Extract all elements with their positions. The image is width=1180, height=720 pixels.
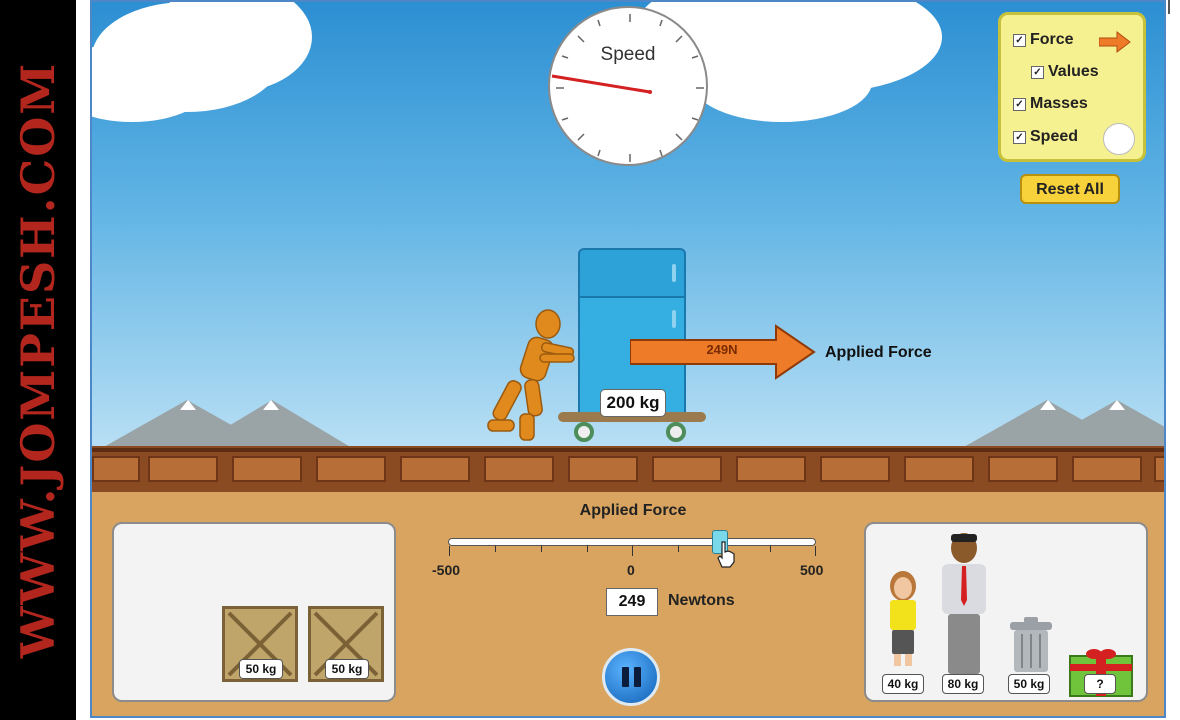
ground-track bbox=[92, 446, 1164, 492]
slider-tick bbox=[541, 546, 542, 552]
gift-mass-label: ? bbox=[1084, 674, 1116, 694]
applied-force-label: Applied Force bbox=[825, 344, 932, 361]
slider-tick bbox=[632, 546, 633, 556]
slider-title: Applied Force bbox=[579, 502, 687, 519]
skateboard-wheel bbox=[666, 422, 686, 442]
crate[interactable]: 50 kg bbox=[222, 606, 298, 682]
force-arrow-icon bbox=[1099, 31, 1131, 53]
sky: Speed bbox=[92, 2, 1164, 448]
speed-checkbox[interactable]: ✓ Speed bbox=[1013, 128, 1078, 146]
skateboard bbox=[558, 412, 706, 422]
fridge-mass-label: 200 kg bbox=[600, 389, 666, 417]
right-object-panel: 40 kg 80 kg 50 kg ? bbox=[864, 522, 1148, 702]
force-check-box[interactable]: ✓ bbox=[1013, 33, 1026, 47]
trash-can-icon[interactable] bbox=[1006, 616, 1056, 674]
units-label: Newtons bbox=[668, 592, 735, 609]
slider-tick bbox=[770, 546, 771, 552]
masses-checkbox-label: Masses bbox=[1030, 95, 1088, 112]
left-object-panel: 50 kg 50 kg bbox=[112, 522, 396, 702]
values-checkbox-label: Values bbox=[1048, 63, 1099, 80]
slider-tick bbox=[449, 546, 450, 556]
applied-force-input[interactable]: 249 bbox=[606, 588, 658, 616]
hand-cursor-icon bbox=[717, 541, 735, 568]
masses-checkbox[interactable]: ✓ Masses bbox=[1013, 95, 1088, 113]
pause-button[interactable] bbox=[602, 648, 660, 706]
reset-all-button[interactable]: Reset All bbox=[1020, 174, 1120, 204]
slider-tick bbox=[678, 546, 679, 552]
pause-icon bbox=[622, 667, 629, 687]
slider-min-label: -500 bbox=[432, 562, 461, 578]
applied-force-slider[interactable] bbox=[448, 538, 816, 546]
speed-check-box[interactable]: ✓ bbox=[1013, 130, 1026, 144]
speedometer-mini-icon bbox=[1103, 123, 1135, 155]
applied-force-value: 249N bbox=[706, 342, 738, 357]
man-figure[interactable] bbox=[936, 530, 992, 678]
window-edge-tick bbox=[1168, 0, 1170, 14]
crate-mass-label: 50 kg bbox=[325, 659, 369, 679]
man-mass-label: 80 kg bbox=[942, 674, 984, 694]
ground-edge bbox=[92, 448, 1164, 452]
speed-checkbox-label: Speed bbox=[1030, 128, 1079, 145]
slider-tick bbox=[815, 546, 816, 556]
slider-tick bbox=[495, 546, 496, 552]
fridge-handle bbox=[672, 264, 676, 282]
controls-panel: ✓ Force ✓ Values ✓ Masses ✓ Speed bbox=[998, 12, 1146, 162]
trash-mass-label: 50 kg bbox=[1008, 674, 1050, 694]
masses-check-box[interactable]: ✓ bbox=[1013, 97, 1026, 111]
speedometer-label: Speed bbox=[600, 44, 656, 65]
pause-icon bbox=[634, 667, 641, 687]
crate-mass-label: 50 kg bbox=[239, 659, 283, 679]
window-edge bbox=[1166, 0, 1180, 720]
watermark-strip: WWW.JOMPESH.COM bbox=[0, 0, 76, 720]
simulation-frame: Speed bbox=[90, 0, 1166, 718]
pusher-figure bbox=[487, 309, 575, 441]
force-checkbox-label: Force bbox=[1030, 31, 1074, 48]
speedometer: Speed bbox=[548, 6, 708, 166]
applied-force-arrow bbox=[630, 324, 816, 380]
values-checkbox[interactable]: ✓ Values bbox=[1031, 63, 1099, 81]
speedometer-needle bbox=[551, 14, 704, 162]
slider-zero-label: 0 bbox=[627, 562, 635, 578]
values-check-box[interactable]: ✓ bbox=[1031, 65, 1044, 79]
girl-figure[interactable] bbox=[882, 570, 924, 670]
slider-tick bbox=[587, 546, 588, 552]
fridge-handle bbox=[672, 310, 676, 328]
slider-max-label: 500 bbox=[800, 562, 824, 578]
watermark-text: WWW.JOMPESH.COM bbox=[11, 61, 65, 659]
crate[interactable]: 50 kg bbox=[308, 606, 384, 682]
force-checkbox[interactable]: ✓ Force bbox=[1013, 31, 1074, 49]
girl-mass-label: 40 kg bbox=[882, 674, 924, 694]
skateboard-wheel bbox=[574, 422, 594, 442]
